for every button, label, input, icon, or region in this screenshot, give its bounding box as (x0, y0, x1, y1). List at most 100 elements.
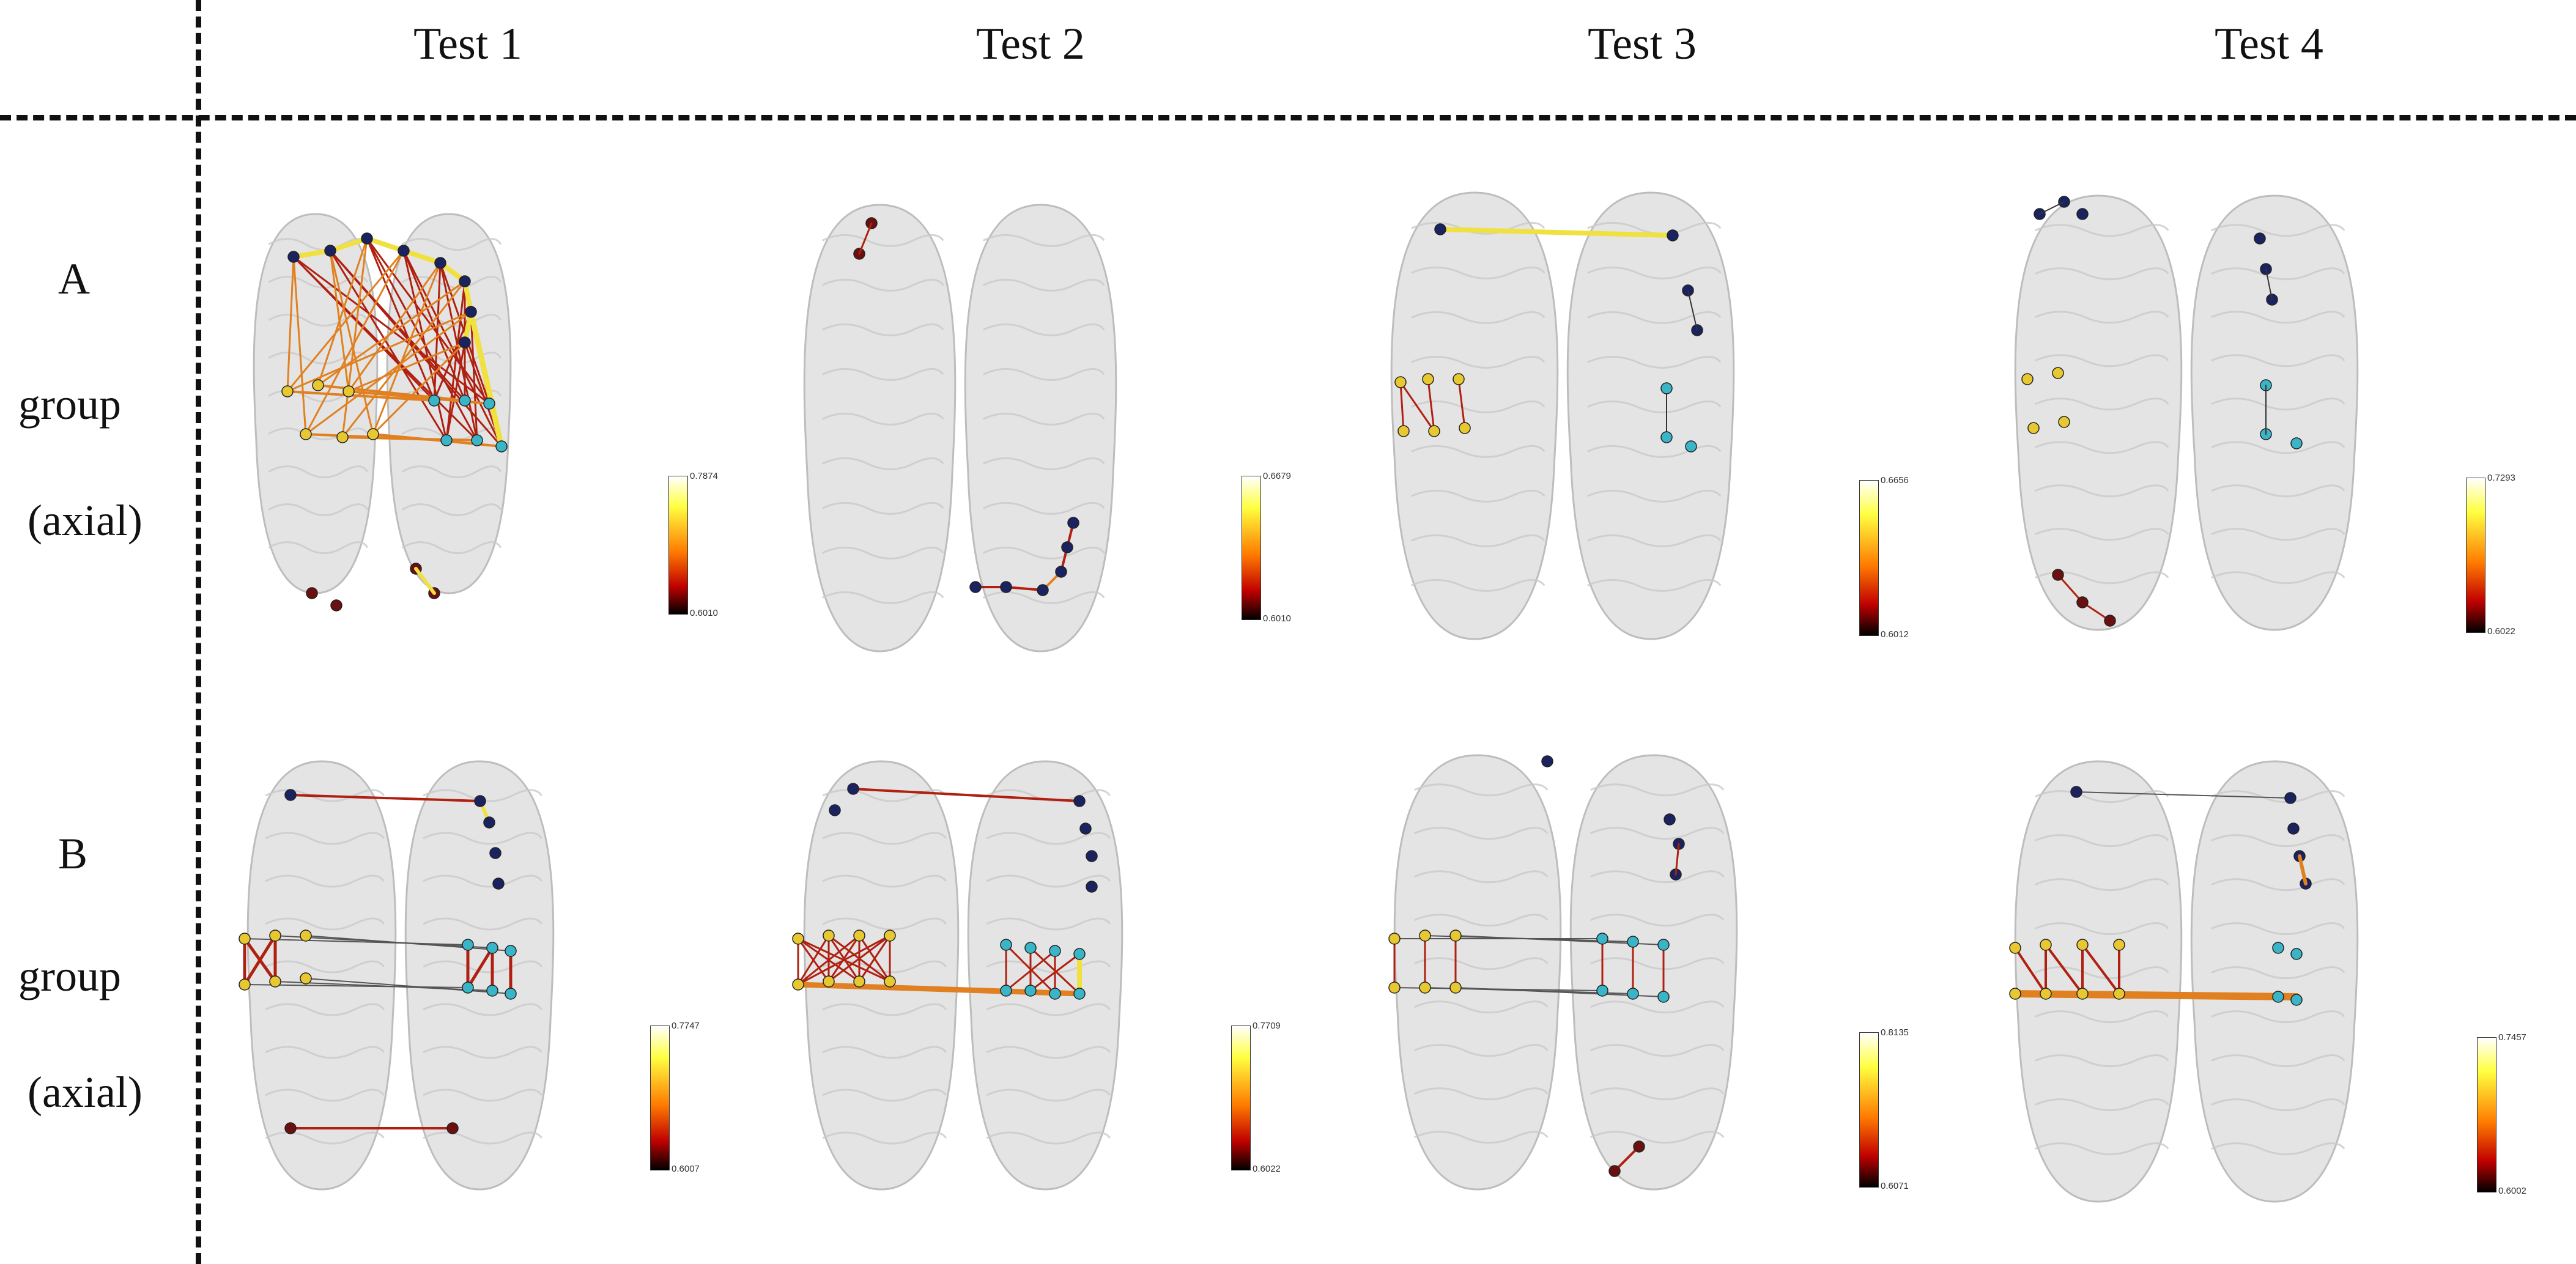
gyrus-line (1587, 400, 1722, 413)
region-node (884, 975, 896, 988)
region-node (471, 434, 483, 446)
right-hemisphere (404, 760, 555, 1191)
region-node (1394, 376, 1407, 388)
left-hemisphere (803, 204, 957, 652)
connection-edge (797, 934, 830, 986)
colorbar-b-test-4 (2477, 1037, 2496, 1192)
gyrus-line (2035, 484, 2169, 498)
gyrus-line (2035, 1054, 2169, 1068)
region-node (823, 975, 835, 988)
gyrus-line (822, 874, 947, 888)
region-node (2254, 232, 2266, 245)
region-node (269, 975, 281, 988)
region-node (1667, 229, 1679, 242)
region-node (884, 930, 896, 942)
connection-edge (470, 311, 478, 442)
gyrus-line (982, 457, 1105, 470)
region-node (2290, 437, 2303, 449)
gyrus-line (2211, 267, 2345, 281)
region-node (505, 988, 517, 1000)
connection-edge (797, 934, 891, 986)
gyrus-line (401, 465, 502, 478)
gyrus-line (265, 1046, 385, 1059)
gyrus-line (821, 278, 944, 292)
gyrus-line (2035, 311, 2169, 324)
gyrus-line (2211, 1098, 2345, 1112)
gyrus-line (1587, 534, 1722, 547)
gyrus-line (2211, 484, 2345, 498)
gyrus-line (423, 1131, 542, 1145)
gyrus-line (822, 917, 947, 931)
colorbar-b-test-2-min: 0.6022 (1253, 1164, 1281, 1174)
region-node (1073, 795, 1086, 807)
region-node (853, 930, 865, 942)
connection-edge (858, 222, 873, 255)
brain-network-panel-b-test-1 (217, 737, 716, 1220)
gyrus-line (268, 352, 369, 364)
brain-render (1388, 754, 1738, 1191)
left-hemisphere (246, 760, 397, 1191)
gyrus-line (2211, 397, 2345, 411)
region-node (2009, 988, 2021, 1000)
brain-render (792, 760, 1123, 1191)
region-node (1685, 440, 1697, 453)
brain-network-panel-a-test-1 (220, 190, 728, 654)
gyrus-line (986, 1003, 1111, 1016)
region-node (300, 972, 312, 985)
gyrus-line (1411, 266, 1545, 279)
row-b-view-label: (axial) (28, 1068, 142, 1117)
gyrus-line (265, 917, 385, 931)
column-header-test-2: Test 2 (976, 19, 1085, 69)
region-node (269, 930, 281, 942)
region-node (486, 985, 498, 997)
connection-edge (286, 311, 472, 393)
gyrus-line (821, 591, 944, 604)
region-node (306, 587, 318, 599)
region-node (1453, 373, 1465, 385)
connection-edge (372, 341, 466, 435)
gyrus-line (2211, 224, 2345, 237)
connection-edge (289, 794, 481, 802)
connection-edge (305, 978, 511, 994)
colorbar-b-test-3 (1859, 1032, 1879, 1188)
region-node (239, 978, 251, 991)
left-hemisphere (2014, 760, 2183, 1203)
gyrus-line (265, 789, 385, 802)
connection-edge (445, 280, 466, 442)
region-node (1086, 881, 1098, 893)
connection-edge (797, 934, 861, 986)
gyrus-line (2211, 834, 2345, 848)
gyrus-line (1411, 311, 1545, 324)
gyrus-line (2211, 354, 2345, 368)
row-a-label: A (58, 254, 90, 303)
brain-network-panel-a-test-2 (774, 180, 1309, 670)
gyrus-line (1587, 311, 1722, 324)
colorbar-b-test-3-max: 0.8135 (1881, 1027, 1909, 1038)
connection-edge (401, 248, 443, 265)
gyrus-line (1590, 1044, 1725, 1057)
colorbar-b-test-2 (1231, 1026, 1251, 1170)
colorbar-b-test-1 (650, 1026, 670, 1170)
left-hemisphere (1390, 191, 1559, 640)
connection-edge (1687, 290, 1698, 331)
right-hemisphere (2190, 760, 2359, 1203)
colorbar-a-test-4 (2466, 478, 2485, 633)
region-node (483, 397, 495, 410)
brain-render (2009, 760, 2359, 1203)
region-node (1449, 981, 1462, 994)
region-node (2076, 208, 2089, 220)
connection-edge (2265, 268, 2273, 300)
gyrus-line (821, 368, 944, 381)
brain-network-panel-a-test-4 (1991, 165, 2553, 679)
gyrus-line (1587, 489, 1722, 503)
region-node (1434, 223, 1446, 235)
connection-edge (317, 384, 466, 402)
gyrus-line (2035, 966, 2169, 980)
gyrus-line (982, 234, 1105, 247)
gyrus-line (982, 546, 1105, 560)
gyrus-line (1414, 870, 1549, 884)
region-node (1024, 985, 1037, 997)
gyrus-line (2211, 966, 2345, 980)
row-b-label: B (58, 829, 88, 878)
colorbar-b-test-3-min: 0.6071 (1881, 1181, 1909, 1191)
